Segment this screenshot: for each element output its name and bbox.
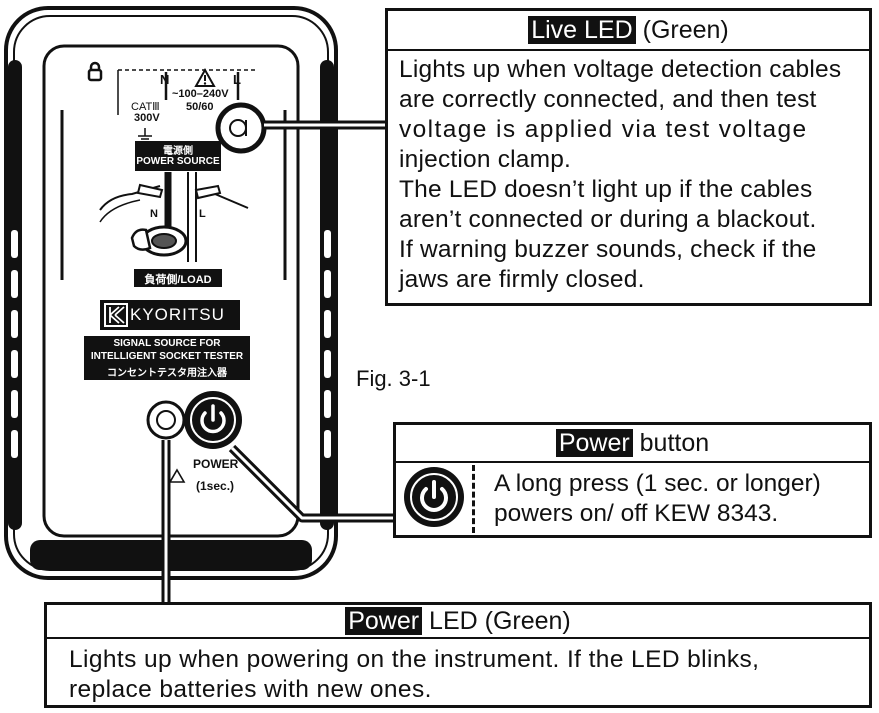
device-l-label: L (233, 72, 241, 87)
figure-caption: Fig. 3-1 (356, 366, 431, 391)
live-led-title-rest: (Green) (635, 16, 729, 44)
power-led-line: replace batteries with new ones. (69, 676, 432, 703)
product-line3: コンセントテスタ用注入器 (107, 368, 227, 379)
live-led-callout: Live LED (Green) Lights up when voltage … (385, 8, 872, 306)
power-led-callout-title: Power LED (Green) (47, 605, 869, 639)
power-button-title-highlight: Power (555, 429, 633, 457)
live-led-line: If warning buzzer sounds, check if the (399, 236, 817, 263)
power-button-line: powers on/ off KEW 8343. (494, 500, 779, 527)
power-icon (200, 404, 226, 434)
power-source-en: POWER SOURCE (136, 156, 220, 167)
live-led-title-highlight: Live LED (528, 16, 636, 44)
power-led-title-highlight: Power (345, 607, 423, 635)
clip-l-label: L (199, 208, 206, 220)
power-led-title-rest: LED (Green) (422, 607, 571, 635)
power-led-description: Lights up when powering on the instrumen… (69, 645, 759, 705)
live-led-line: The LED doesn’t light up if the cables (399, 176, 813, 203)
load-label: 負荷側/LOAD (144, 274, 212, 286)
power-button-title-rest: button (632, 429, 710, 457)
power-led-callout: Power LED (Green) Lights up when powerin… (44, 602, 872, 708)
warning-icon (194, 67, 216, 87)
device-frequency: 50/60 (186, 101, 214, 113)
live-led-line: Lights up when voltage detection cables (399, 56, 842, 83)
power-button-callout: Power button A long press (1 sec. or lon… (393, 422, 872, 538)
live-led-line: are correctly connected, and then test (399, 86, 817, 113)
power-button-callout-icon (404, 467, 464, 527)
clip-n-label: N (150, 208, 158, 220)
power-led-line: Lights up when powering on the instrumen… (69, 646, 760, 673)
device-cat-voltage: 300V (134, 112, 160, 124)
power-source-jp: 電源側 (163, 146, 193, 157)
product-line2: INTELLIGENT SOCKET TESTER (90, 351, 244, 362)
brand-name: KYORITSU (130, 305, 225, 324)
power-press-label: (1sec.) (196, 479, 235, 493)
power-button-line: A long press (1 sec. or longer) (494, 470, 821, 497)
power-button-callout-title: Power button (396, 425, 869, 463)
device-n-label: N (160, 72, 170, 87)
device-voltage-range: ~100–240V (172, 88, 229, 100)
live-led-description: Lights up when voltage detection cables … (399, 55, 841, 295)
lock-icon (87, 61, 103, 82)
live-led-line: jaws are firmly closed. (399, 266, 645, 293)
power-button-description: A long press (1 sec. or longer) powers o… (494, 469, 821, 529)
power-label: POWER (193, 457, 239, 471)
callout-dashed-divider (472, 465, 475, 533)
device-cat-rating: CATⅢ (131, 101, 160, 113)
live-led-callout-title: Live LED (Green) (388, 11, 869, 51)
clamp-icon (130, 225, 188, 257)
live-led-line: injection clamp. (399, 146, 572, 173)
product-line1: SIGNAL SOURCE FOR (113, 338, 221, 349)
live-led-line: aren’t connected or during a blackout. (399, 206, 817, 233)
kyoritsu-logo-icon (104, 303, 128, 327)
live-led-line: voltage is applied via test voltage (399, 116, 808, 143)
